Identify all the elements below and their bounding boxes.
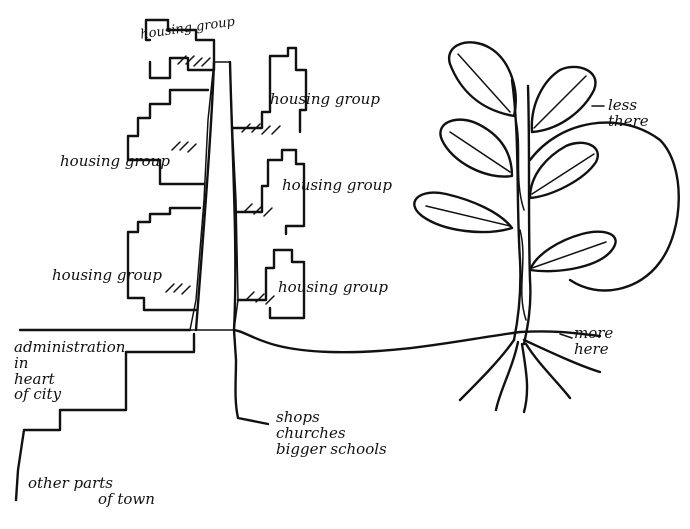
housing-block-left-2 xyxy=(128,208,200,310)
housing-group-label-right-3: housing group xyxy=(278,280,388,296)
here-line: here xyxy=(574,342,613,358)
other-parts-label: other parts of town xyxy=(28,476,155,508)
more-here-label: more here xyxy=(574,326,613,358)
housing-group-label-left-1: housing group xyxy=(60,154,170,170)
there-line: there xyxy=(608,114,649,130)
administration-line-1: administration xyxy=(14,340,125,356)
other-parts-line-2: of town xyxy=(28,492,155,508)
less-there-label: less there xyxy=(608,98,649,130)
shops-line-3: bigger schools xyxy=(276,442,387,458)
administration-line-4: of city xyxy=(14,387,125,403)
shops-path xyxy=(234,330,268,424)
central-spine xyxy=(190,62,238,330)
shops-label: shops churches bigger schools xyxy=(276,410,387,457)
housing-group-label-right-2: housing group xyxy=(282,178,392,194)
housing-group-label-right-1: housing group xyxy=(270,92,380,108)
administration-label: administration in heart of city xyxy=(14,340,125,403)
housing-group-label-left-2: housing group xyxy=(52,268,162,284)
